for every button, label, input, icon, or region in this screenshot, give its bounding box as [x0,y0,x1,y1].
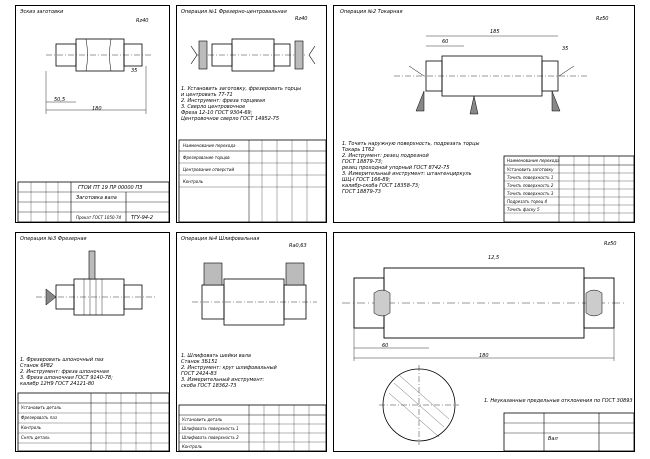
note-line: калибр-скоба ГОСТ 18358-73; [342,183,420,189]
operation-2-drawing [394,35,634,222]
note-line: ГОСТ 18879-73 [342,189,381,195]
table-row: Контроль [183,179,204,184]
stamp-code: ТГУ-94-2 [131,215,154,221]
table-row: Установить деталь [182,417,223,422]
note-line: Токарь 1Т62 [342,147,375,153]
table-row: Шлифовать поверхность 2 [182,435,239,440]
note-line: 1. Точить наружную поверхность, подрезат… [342,141,480,147]
note-line: 1. Шлифовать шейки вала [181,353,251,359]
note-line: 3. Сверло центровочное [181,104,246,110]
table-rows: Установить деталь Шлифовать поверхность … [182,417,239,451]
table-row: Точить поверхность 3 [507,191,554,196]
operation-4-drawing [178,262,326,451]
stamp-name: Заготовка вала [76,195,117,201]
note-line: 1. Фрезеровать шпоночный паз [20,357,104,363]
note-line: 2. Инструмент: фреза шпоночная [20,369,109,375]
sheet-title: Операция №4 Шлифовальная [181,236,260,242]
note-line: ГОСТ 2424-83 [181,371,217,377]
table-rows: Установить деталь Фрезеровать паз Контро… [21,405,61,445]
dim-label: 60 [442,39,449,45]
table-row: Подрезать торец 4 [507,199,548,204]
table-row: Фрезерование торцов [183,155,230,160]
roughness-mark: Rz50 [604,241,617,247]
note-line: ШЦ-I ГОСТ 166-89; [342,177,391,183]
note-line: ГОСТ 18879-73; [342,159,383,165]
dim-label: 185 [490,29,500,35]
dim-label: 180 [479,353,489,359]
roughness-mark: Rz40 [295,16,308,22]
sheet-operation-2: Операция №2 Токарная Rz50 60 185 35 1. Т… [333,5,635,223]
table-row: Установить заготовку [507,167,554,172]
dim-total: 180 [92,106,102,112]
table-row: Точить поверхность 2 [507,183,554,188]
dim-label: 60 [382,343,389,349]
sheet-operation-1: Операция №1 Фрезерно-центровальная Rz40 … [176,5,327,223]
table-header: Наименование перехода [183,143,236,148]
roughness-mark: Rz50 [596,16,609,22]
sheet-operation-3: Операция №3 Фрезерная 1. Фрезеровать шпо… [15,232,170,452]
sheet-operation-4: Операция №4 Шлифовальная Ra0,63 1. Шлифо… [176,232,327,452]
note-line: и центровать 77-71 [181,92,233,98]
operation-notes: 1. Точить наружную поверхность, подрезат… [342,141,479,195]
table-rows: Установить заготовку Точить поверхность … [507,167,553,215]
general-note: 1. Неуказанные предельные отклонения по … [484,398,633,404]
operation-notes: 1. Установить заготовку, фрезеровать тор… [181,86,301,122]
table-row: Установить деталь [21,405,62,410]
table-row: Контроль [182,444,203,449]
note-line: Станок 6Р82 [20,363,53,369]
dim-a: 50,5 [54,97,66,103]
operation-3-drawing [17,250,169,451]
table-row: Контроль [21,425,42,430]
sheet-title: Операция №1 Фрезерно-центровальная [181,9,287,15]
stamp-code: Вал [548,436,558,442]
note-line: 3. Фреза шпоночная ГОСТ 9140-78; [20,375,113,381]
table-row: Точить поверхность 1 [507,175,554,180]
sheet-title: Эскиз заготовки [20,9,64,15]
note-line: 2. Инструмент: резец подрезной [342,153,429,159]
note-line: 2. Инструмент: круг шлифовальный [181,365,277,371]
part-drawing [342,267,634,451]
note-line: 3. Измерительный инструмент: штангенцирк… [342,171,472,177]
dim-label: 35 [562,46,569,52]
dim-label: 12,5 [488,255,500,261]
note-line: Центровочное сверло ГОСТ 14952-75 [181,116,280,122]
table-row: Снять деталь [21,435,50,440]
note-line: резец проходной упорный ГОСТ 8742-75 [342,165,450,171]
roughness-mark: Ra0,63 [289,243,307,249]
note-line: Станок 3Б151 [181,359,218,365]
note-line: 1. Установить заготовку, фрезеровать тор… [181,86,302,92]
note-line: 2. Инструмент: фреза торцевая [181,98,265,104]
sheet-blank-sketch: Эскиз заготовки Rz40 180 50,5 35 ГТОИ ПТ… [15,5,170,223]
sheet-part-drawing: Rz50 60 180 12,5 1. Неуказанные предельн… [333,232,635,452]
table-row: Шлифовать поверхность 1 [182,426,239,431]
operation-notes: 1. Шлифовать шейки вала Станок 3Б151 2. … [181,353,277,389]
table-row: Центрование отверстий [183,167,235,172]
table-row: Фрезеровать паз [21,415,57,420]
sheet-title: Операция №3 Фрезерная [20,236,87,242]
operation-notes: 1. Фрезеровать шпоночный паз Станок 6Р82… [20,357,113,387]
table-row: Точить фаску 5 [507,207,540,212]
note-line: калибр 12Н9 ГОСТ 24121-80 [20,381,95,387]
stamp-material: Прокат ГОСТ 1050-74 [76,215,122,220]
blank-drawing [17,38,169,222]
table-header: Наименование перехода [507,158,560,163]
note-line: Фреза 12-10 ГОСТ 9304-69; [181,110,253,116]
note-line: 3. Измерительный инструмент: [181,377,265,383]
stamp-designation: ГТОИ ПТ 19 ПР 00000 ПЗ [78,185,143,191]
note-line: скоба ГОСТ 18362-73 [181,383,237,389]
operation-1-drawing [178,38,326,222]
dim-b: 35 [131,68,138,74]
sheet-title: Операция №2 Токарная [340,9,403,15]
roughness-mark: Rz40 [136,18,149,24]
